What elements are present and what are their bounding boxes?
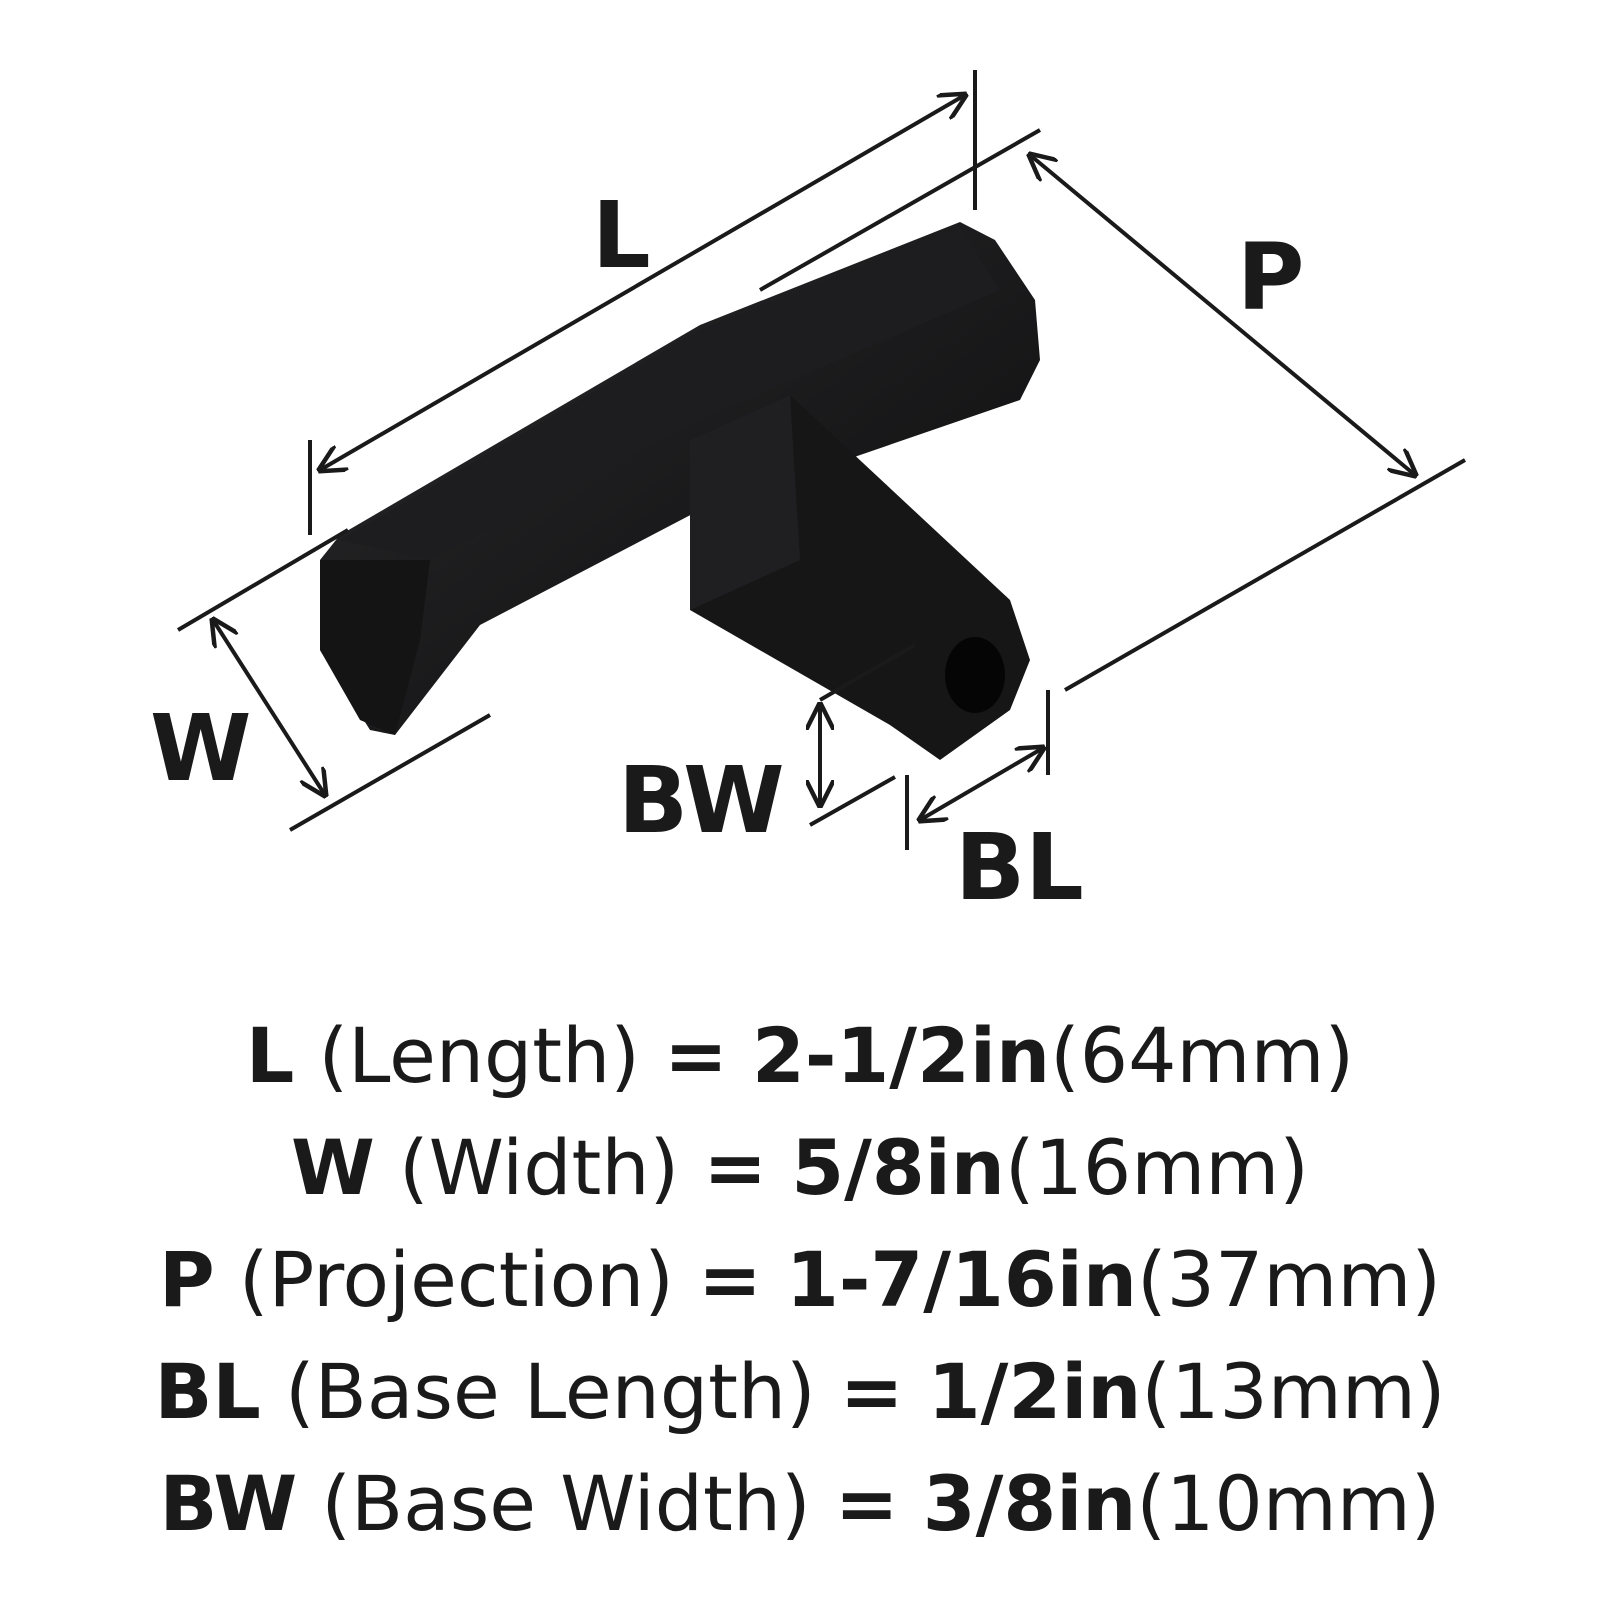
screw-hole — [945, 637, 1005, 713]
spec-length: L (Length) = 2-1/2in(64mm) — [245, 1011, 1355, 1100]
dimension-specs: L (Length) = 2-1/2in(64mm) W (Width) = 5… — [0, 1000, 1600, 1560]
label-BL: BL — [955, 814, 1084, 921]
t-knob-drawing — [176, 70, 1466, 850]
dimension-diagram: L P W BW BL — [150, 70, 1466, 921]
label-L: L — [592, 182, 651, 289]
spec-base-width: BW (Base Width) = 3/8in(10mm) — [159, 1459, 1441, 1548]
spec-base-length: BL (Base Length) = 1/2in(13mm) — [154, 1347, 1446, 1436]
spec-projection: P (Projection) = 1-7/16in(37mm) — [158, 1235, 1442, 1324]
spec-width: W (Width) = 5/8in(16mm) — [291, 1123, 1309, 1212]
label-BW: BW — [618, 747, 785, 854]
label-P: P — [1237, 224, 1305, 331]
label-W: W — [150, 695, 252, 802]
